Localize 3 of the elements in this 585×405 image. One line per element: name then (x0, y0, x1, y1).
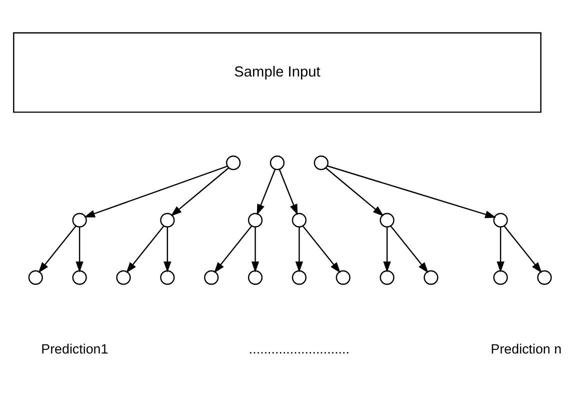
label: Prediction n (490, 342, 562, 357)
label: Prediction1 (41, 342, 108, 357)
label: ........................... (248, 342, 350, 357)
